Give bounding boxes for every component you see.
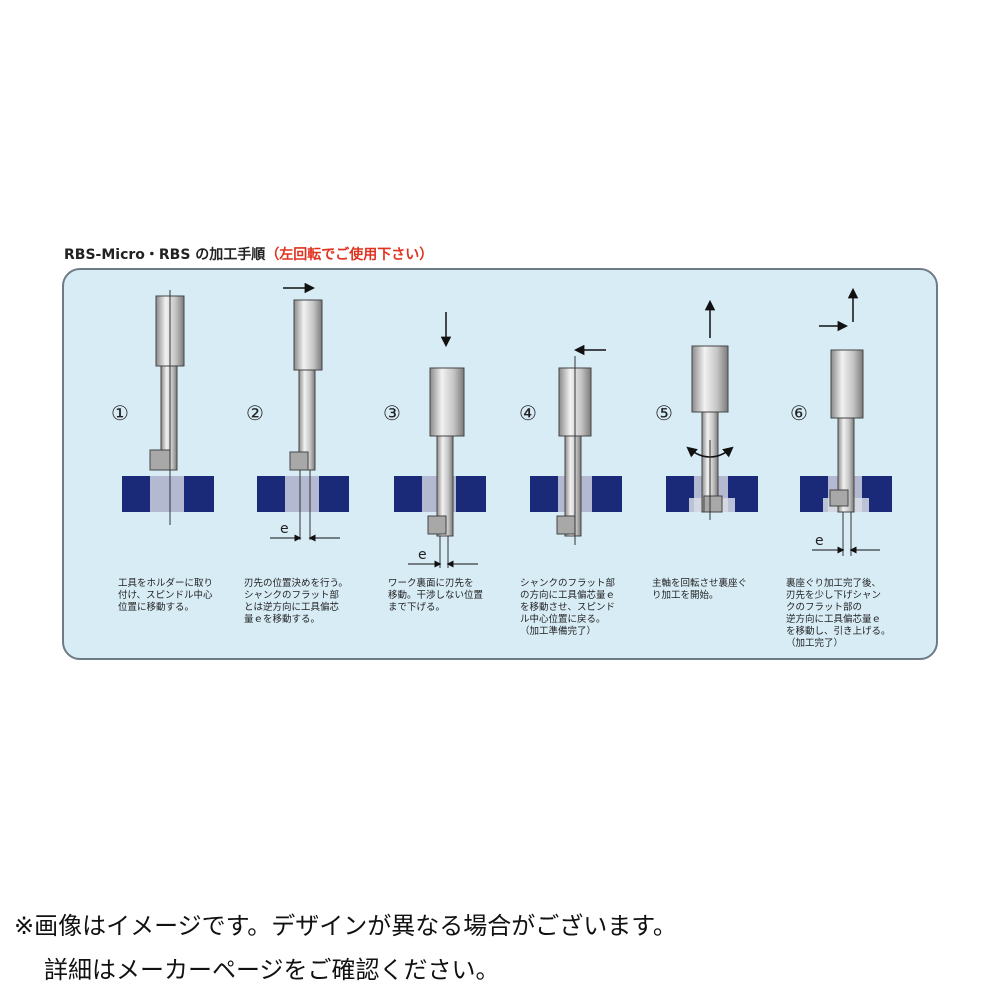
step-5-cutter <box>703 495 723 513</box>
step-3-cutter <box>427 515 447 535</box>
step-3-description: ワーク裏面に刃先を 移動。干渉しない位置 まで下げる。 <box>388 578 484 613</box>
step-6-e-label: e <box>815 533 824 549</box>
step-4-description: シャンクのフラット部 の方向に工具偏芯量ｅ を移動させ、スピンド ル中心位置に戻… <box>520 578 616 637</box>
step-1-number: ① <box>111 401 129 425</box>
procedure-panel <box>62 268 938 660</box>
step-6-number: ⑥ <box>790 401 808 425</box>
step-2-illustration: ② e <box>246 282 349 542</box>
step-1-hole <box>150 476 184 512</box>
step-1-description: 工具をホルダーに取り 付け、スピンドル中心 位置に移動する。 <box>118 578 214 613</box>
footer-disclaimer-line-2: 詳細はメーカーページをご確認ください。 <box>44 956 500 984</box>
step-4-illustration: ④ <box>519 344 622 545</box>
step-5-description: 主軸を回転させ裏座ぐ り加工を開始。 <box>652 578 748 601</box>
step-3-shank <box>436 435 454 537</box>
step-3-holder <box>429 367 465 437</box>
step-3-illustration: ③ e <box>383 312 486 568</box>
heading-title: RBS-Micro・RBS の加工手順 <box>64 247 266 263</box>
step-2-holder <box>293 299 323 371</box>
step-3-number: ③ <box>383 401 401 425</box>
step-6-illustration: ⑥ e <box>790 287 892 556</box>
step-1-cutter <box>149 449 171 471</box>
step-2-number: ② <box>246 401 264 425</box>
step-6-cutter <box>829 489 849 507</box>
step-3-e-label: e <box>418 547 427 563</box>
step-1-illustration: ① <box>111 290 214 525</box>
heading-note: （左回転でご使用下さい） <box>265 247 434 263</box>
step-2-description: 刃先の位置決めを行う。 シャンクのフラット部 とは逆方向に工具偏芯 量ｅを移動す… <box>244 578 348 625</box>
page-heading: RBS-Micro・RBS の加工手順（左回転でご使用下さい） <box>64 244 433 264</box>
step-6-holder <box>830 349 864 419</box>
step-2-hole <box>285 476 319 512</box>
step-4-shank <box>564 435 582 537</box>
step-6-shank <box>837 417 855 513</box>
step-5-number: ⑤ <box>655 401 673 425</box>
footer-disclaimer-line-1: ※画像はイメージです。デザインが異なる場合がございます。 <box>14 912 677 940</box>
step-5-holder <box>691 345 729 413</box>
step-4-cutter <box>556 515 576 535</box>
step-4-number: ④ <box>519 401 537 425</box>
step-6-description: 裏座ぐり加工完了後、 刃先を少し下げシャン クのフラット部の 逆方向に工具偏芯量… <box>786 578 891 649</box>
step-5-illustration: ⑤ <box>655 299 758 520</box>
step-2-cutter <box>289 451 309 471</box>
step-2-e-label: e <box>280 521 289 537</box>
